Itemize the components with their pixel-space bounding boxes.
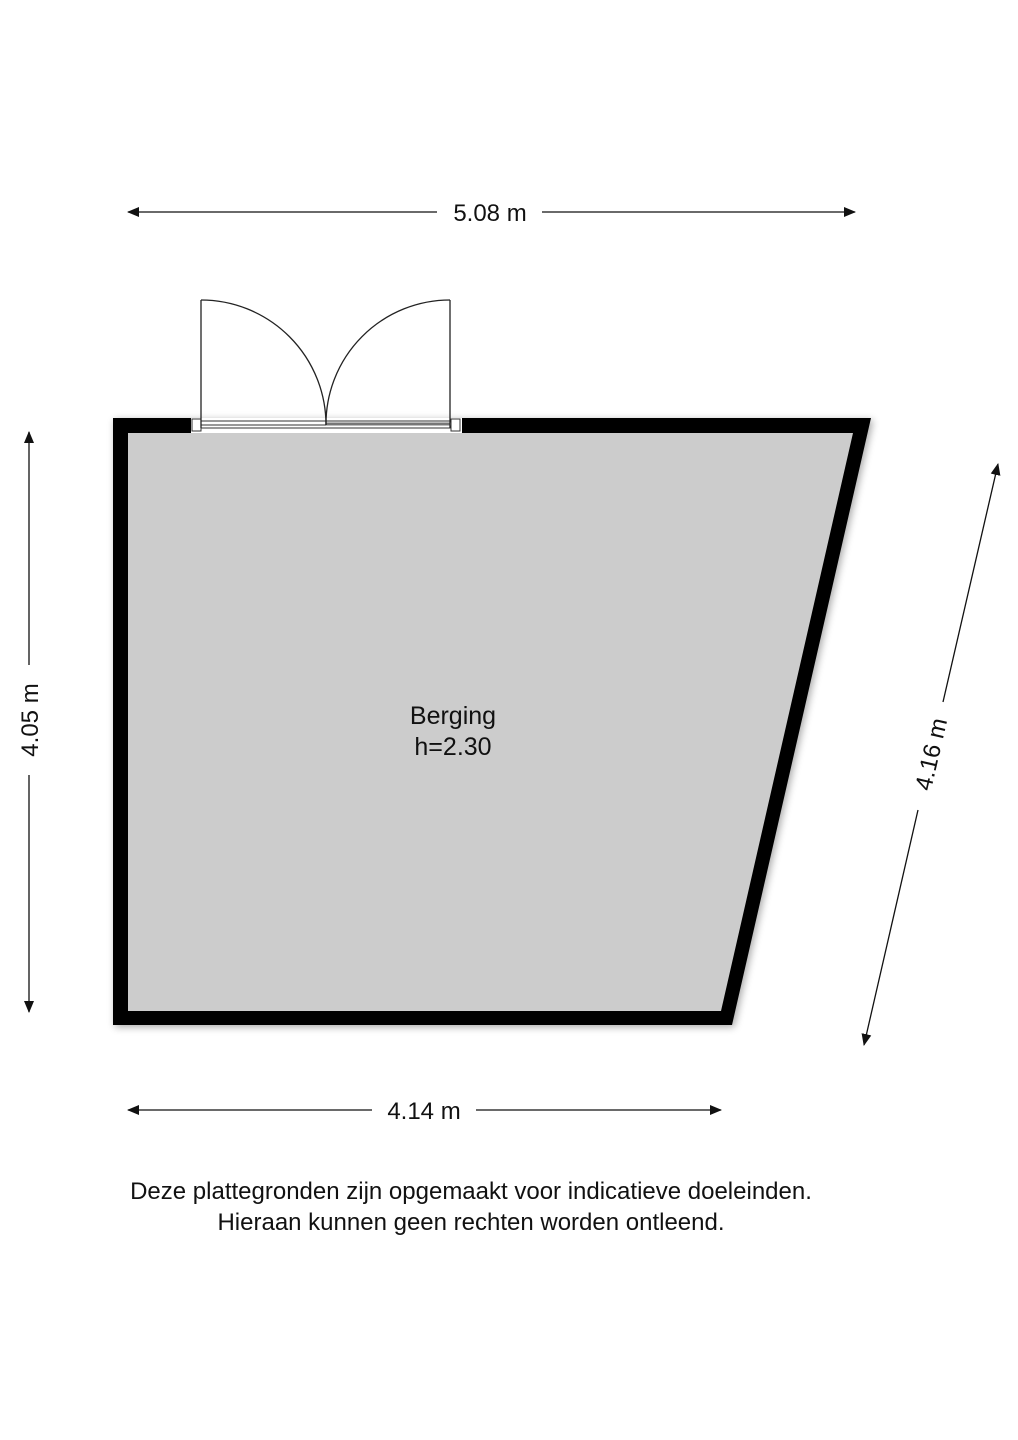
dimension-bottom-label: 4.14 m (387, 1098, 460, 1125)
dimension-left-label: 4.05 m (17, 683, 44, 756)
disclaimer-line-2: Hieraan kunnen geen rechten worden ontle… (217, 1209, 725, 1236)
dimension-right: 4.16 m (861, 463, 1001, 1046)
dimension-bottom: 4.14 m (127, 1098, 722, 1125)
double-door (191, 299, 462, 433)
dimension-top: 5.08 m (127, 200, 856, 227)
room-floor (128, 433, 853, 1011)
room-name: Berging (410, 702, 496, 730)
dimension-top-label: 5.08 m (453, 200, 526, 227)
dimension-left: 4.05 m (17, 431, 44, 1013)
disclaimer-line-1: Deze plattegronden zijn opgemaakt voor i… (130, 1178, 812, 1205)
room-height: h=2.30 (414, 733, 491, 761)
dimension-right-label: 4.16 m (910, 716, 953, 794)
